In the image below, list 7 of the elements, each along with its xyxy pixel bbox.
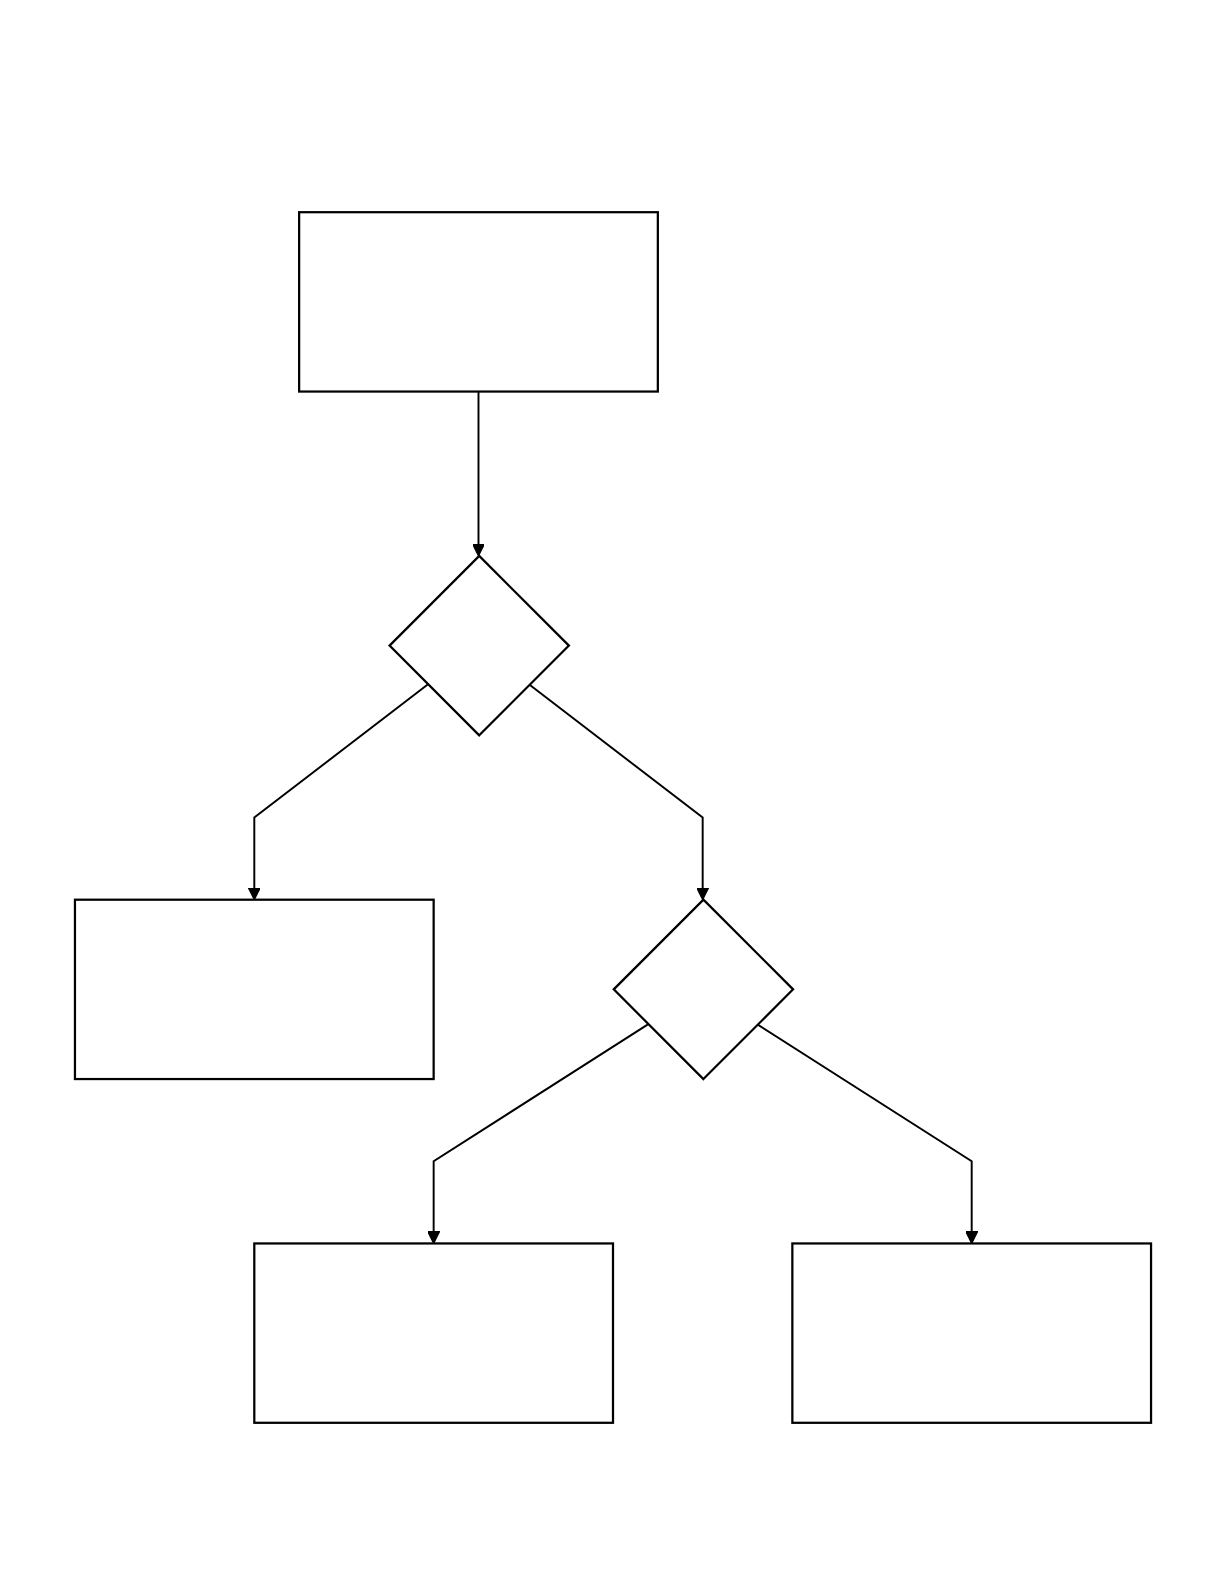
node-diamond — [387, 554, 570, 737]
node-diamond — [611, 898, 795, 1081]
node-box — [297, 211, 659, 393]
arrow — [527, 683, 709, 901]
node-box — [252, 1242, 614, 1424]
node-box — [73, 898, 435, 1081]
node-box — [790, 1242, 1152, 1424]
